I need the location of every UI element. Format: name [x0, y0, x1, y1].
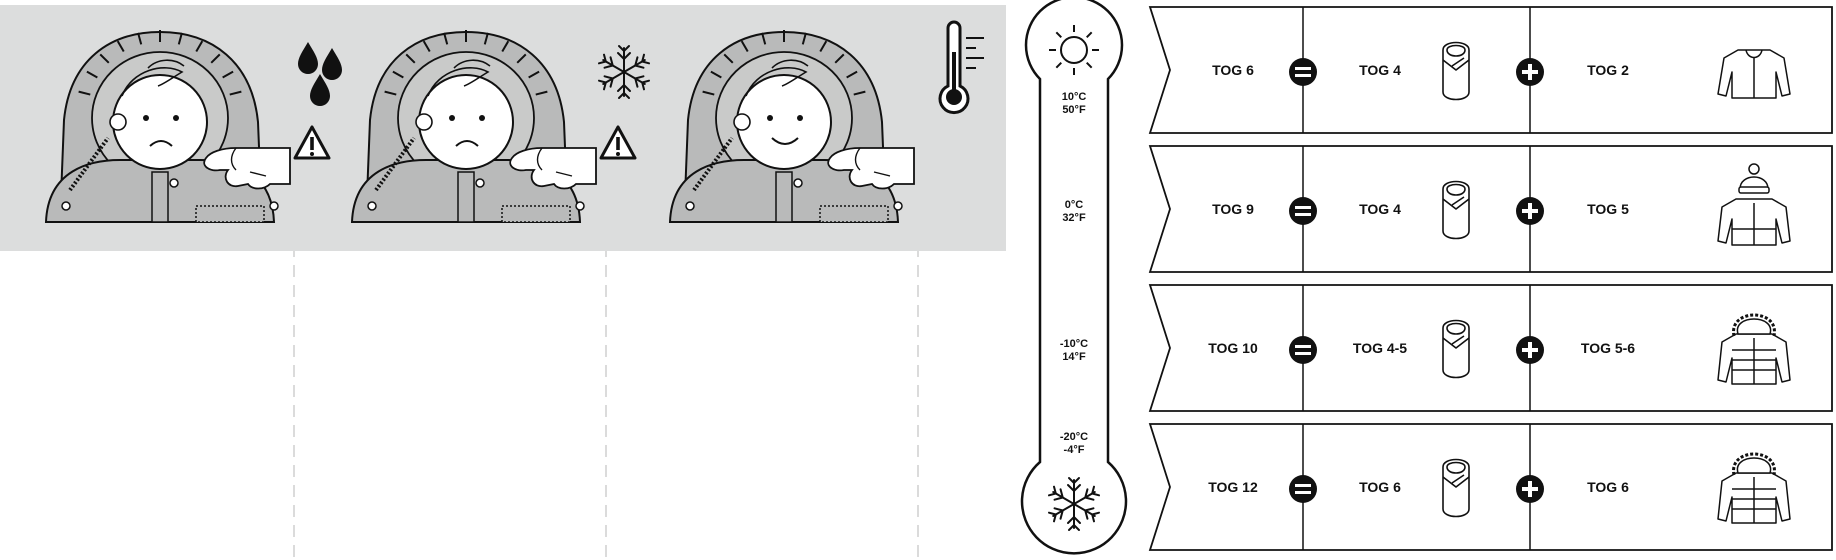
- sleeping-bag-tog-label: TOG 4-5: [1353, 340, 1407, 356]
- equals-icon: [1289, 336, 1317, 364]
- puffer-jacket-icon: [1717, 313, 1791, 385]
- tog-row: TOG 12 TOG 6 TOG 6: [1148, 423, 1833, 551]
- total-tog-label: TOG 6: [1212, 62, 1254, 78]
- tog-row: TOG 10 TOG 4-5 TOG 5-6: [1148, 284, 1833, 412]
- row-banner: [1148, 6, 1833, 134]
- plus-icon: [1516, 475, 1544, 503]
- temp-fahrenheit-label: 14°F: [1062, 351, 1086, 363]
- row-banner: [1148, 284, 1833, 412]
- hood-fur-trim: [384, 30, 548, 96]
- temperature-thermometer: 10°C50°F 0°C32°F -10°C14°F -20°C-4°F: [1020, 0, 1128, 555]
- scene-wet: [44, 30, 342, 223]
- temp-fahrenheit-label: 50°F: [1062, 104, 1086, 116]
- total-tog-label: TOG 9: [1212, 201, 1254, 217]
- scene-cold: [350, 30, 650, 223]
- tog-row: TOG 9 TOG 4 TOG 5: [1148, 145, 1833, 273]
- temp-fahrenheit-label: -4°F: [1064, 444, 1085, 456]
- adult-hand: [203, 147, 291, 190]
- sleeping-bag-icon: [1442, 458, 1470, 518]
- sun-icon: [1049, 25, 1099, 75]
- temp-fahrenheit-label: 32°F: [1062, 212, 1086, 224]
- sad-baby-face: [109, 59, 208, 170]
- check-warmth-scenes: [44, 20, 984, 223]
- temp-celsius-label: -10°C: [1060, 338, 1088, 350]
- adult-hand: [827, 147, 915, 190]
- thermometer-icon: [938, 20, 984, 115]
- adult-hand: [509, 147, 597, 190]
- cardigan-icon: [1717, 49, 1791, 99]
- happy-baby-face: [733, 59, 832, 170]
- temp-celsius-label: -20°C: [1060, 431, 1088, 443]
- hood-fur-trim: [78, 30, 242, 96]
- jacket-tog-label: TOG 5-6: [1581, 340, 1635, 356]
- sleeping-bag-icon: [1442, 319, 1470, 379]
- plus-icon: [1516, 336, 1544, 364]
- equals-icon: [1289, 475, 1317, 503]
- total-tog-label: TOG 10: [1208, 340, 1258, 356]
- temp-celsius-label: 10°C: [1062, 91, 1087, 103]
- zipper: [68, 136, 110, 192]
- temp-celsius-label: 0°C: [1065, 199, 1084, 211]
- hood-fur-trim: [702, 30, 866, 96]
- jacket-tog-label: TOG 2: [1587, 62, 1629, 78]
- zipper: [374, 136, 416, 192]
- dashed-guide-lines: [293, 5, 919, 560]
- total-tog-label: TOG 12: [1208, 479, 1258, 495]
- sleeping-bag-icon: [1442, 41, 1470, 101]
- sleeping-bag-tog-label: TOG 4: [1359, 62, 1401, 78]
- zipper: [692, 136, 734, 192]
- row-banner: [1148, 423, 1833, 551]
- sleeping-bag-icon: [1442, 180, 1470, 240]
- row-banner: [1148, 145, 1833, 273]
- plus-icon: [1516, 58, 1544, 86]
- equals-icon: [1289, 197, 1317, 225]
- tog-row: TOG 6 TOG 4 TOG 2: [1148, 6, 1833, 134]
- jacket-tog-label: TOG 6: [1587, 479, 1629, 495]
- plus-icon: [1516, 197, 1544, 225]
- equals-icon: [1289, 58, 1317, 86]
- sleeping-bag-tog-label: TOG 4: [1359, 201, 1401, 217]
- jacket-with-hat-icon: [1717, 163, 1791, 246]
- scene-ok: [668, 20, 984, 223]
- sleeping-bag-tog-label: TOG 6: [1359, 479, 1401, 495]
- jacket-tog-label: TOG 5: [1587, 201, 1629, 217]
- fur-hood-parka-icon: [1717, 452, 1791, 524]
- sad-baby-face: [415, 59, 514, 170]
